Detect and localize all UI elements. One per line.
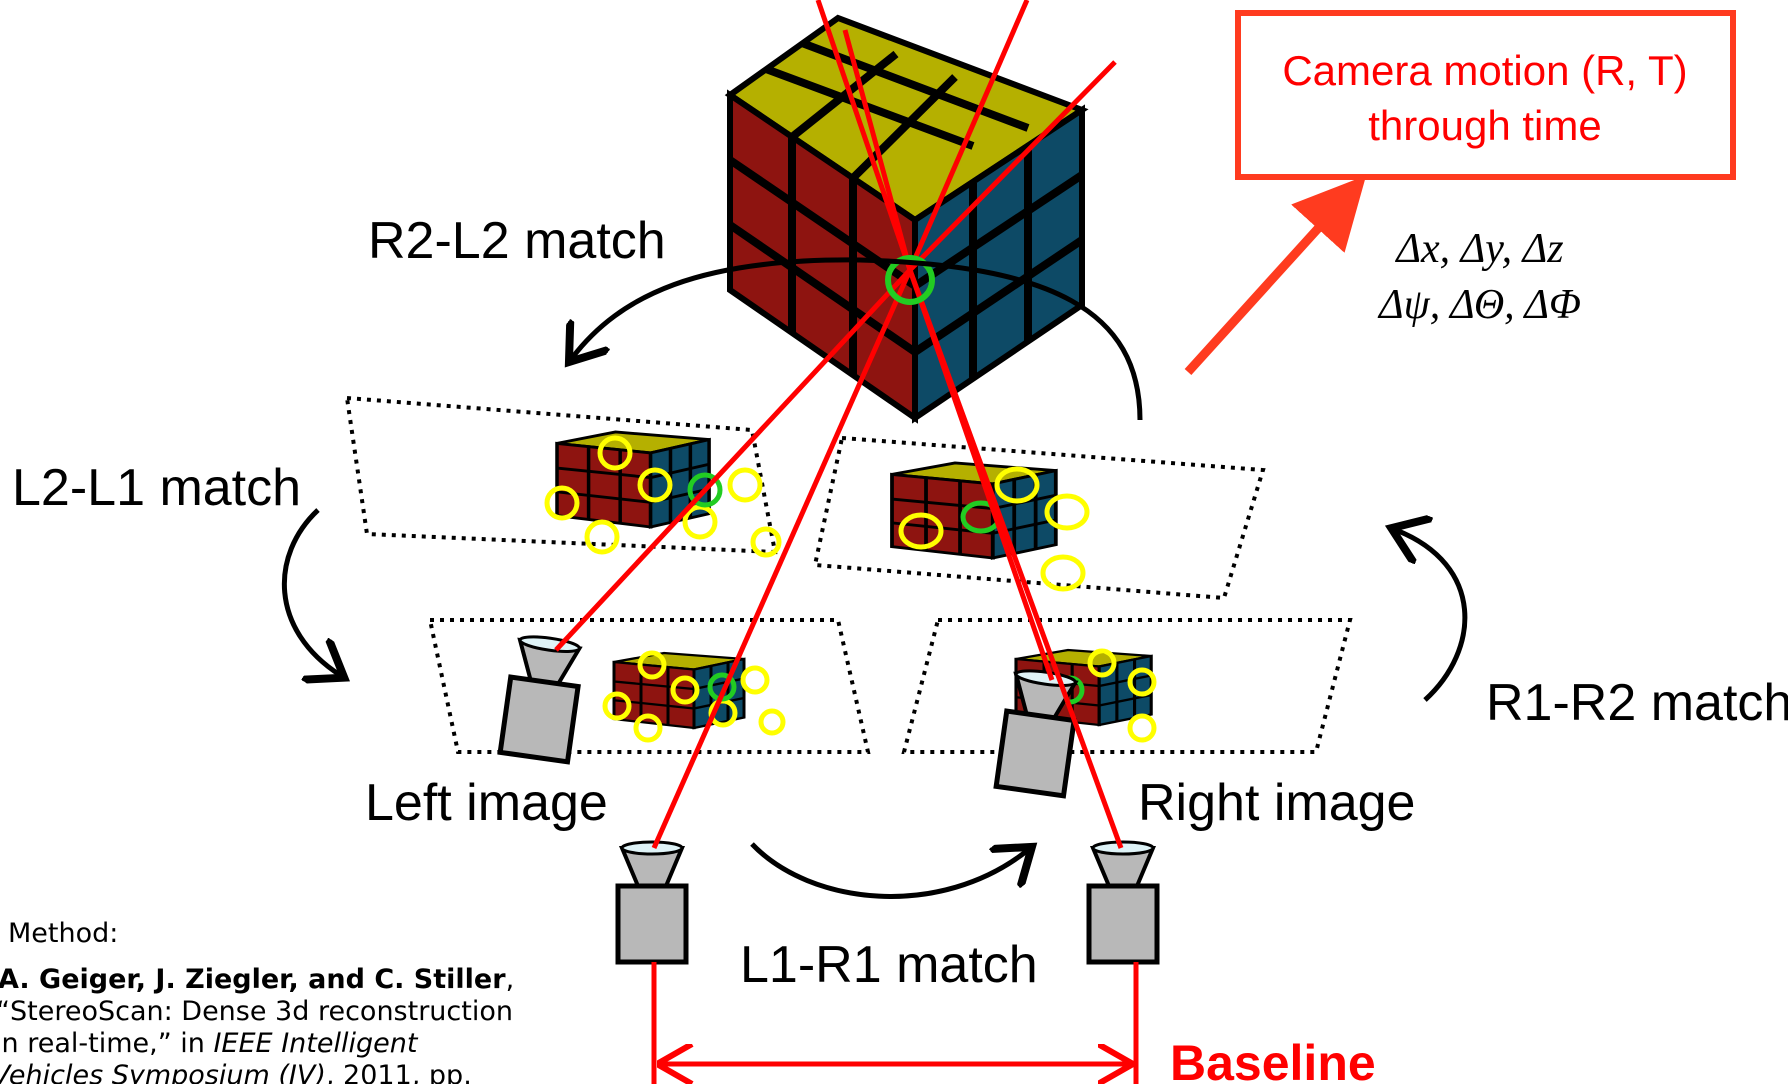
feature-circle-icon [544, 435, 1157, 743]
feature-circle-icon [885, 255, 935, 305]
l2-l1-match-label: L2-L1 match [12, 459, 301, 517]
camera-icon [996, 668, 1080, 796]
camera-icon [1089, 842, 1157, 962]
citation-venue: IEEE Intelligent [213, 1028, 418, 1059]
citation-line4: Vehicles Symposium (IV), 2011, pp. [0, 1060, 472, 1084]
camera-motion-arrow [1184, 175, 1367, 376]
rotation-deltas: Δψ, ΔΘ, ΔΦ [1377, 282, 1581, 328]
citation-line1-rest: , [506, 964, 515, 995]
camera-motion-line2: through time [1368, 102, 1601, 149]
r2-l2-match-label: R2-L2 match [368, 212, 666, 270]
baseline-marker [651, 962, 1139, 1084]
citation-line4-rest: , 2011, pp. [326, 1060, 472, 1084]
rubiks-cube-icon [724, 14, 1089, 424]
camera-icon [500, 634, 584, 762]
left-image-label: Left image [365, 774, 608, 832]
camera-motion-box [1235, 10, 1736, 180]
citation-line1: A. Geiger, J. Ziegler, and C. Stiller, [0, 964, 514, 995]
camera-icon [618, 842, 686, 962]
right-image-plane-t2 [812, 435, 1266, 601]
citation-authors: A. Geiger, J. Ziegler, and C. Stiller [0, 964, 506, 995]
projection-rays [554, 0, 1124, 850]
curved-arrow-icon [281, 257, 1468, 899]
right-image-label: Right image [1138, 774, 1415, 832]
citation-line3-plain: in real-time,” in [0, 1028, 213, 1059]
baseline-label: Baseline [1170, 1035, 1376, 1084]
r1-r2-match-label: R1-R2 match [1486, 674, 1788, 732]
camera-motion-line1: Camera motion (R, T) [1282, 47, 1687, 94]
l1-r1-match-label: L1-R1 match [740, 936, 1038, 994]
cube-view-right-t2 [890, 461, 1058, 560]
citation-line3: in real-time,” in IEEE Intelligent [0, 1028, 419, 1059]
citation-line2: “StereoScan: Dense 3d reconstruction [0, 996, 513, 1027]
citation-heading: Method: [8, 918, 118, 949]
citation-venue-cont: Vehicles Symposium (IV) [0, 1060, 326, 1084]
translation-deltas: Δx, Δy, Δz [1394, 226, 1563, 272]
left-image-plane-t1 [427, 618, 871, 754]
